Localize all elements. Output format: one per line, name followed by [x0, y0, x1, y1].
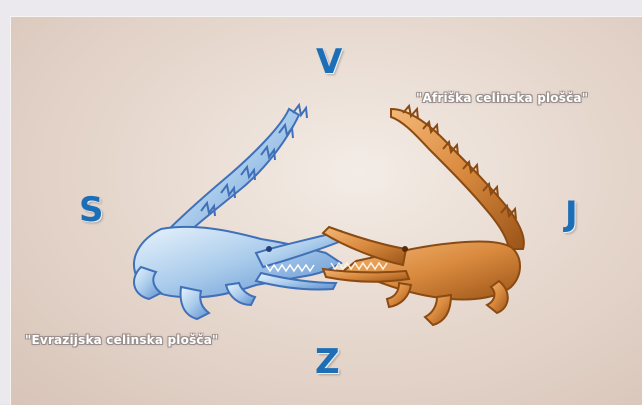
african-crocodile — [323, 106, 524, 325]
compass-north: V — [316, 45, 342, 79]
eurasian-plate-label: "Evrazijska celinska plošča" — [25, 333, 218, 347]
compass-east: J — [565, 197, 578, 231]
african-plate-label: "Afriška celinska plošča" — [416, 91, 588, 105]
diagram-panel: V S J Z "Afriška celinska plošča" "Evraz… — [10, 16, 642, 405]
compass-south: Z — [315, 345, 340, 379]
compass-west: S — [79, 193, 104, 227]
eurasian-crocodile — [134, 105, 347, 319]
